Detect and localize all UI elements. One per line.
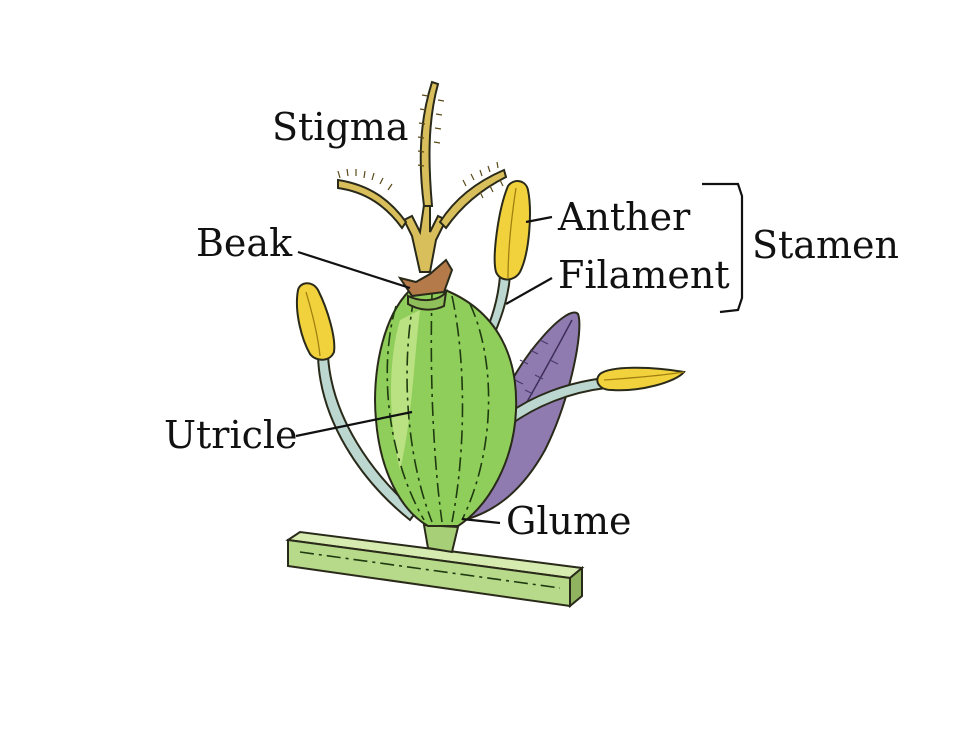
utricle-highlight [391, 310, 420, 470]
label-stamen: Stamen [752, 223, 899, 267]
beak-base [407, 288, 448, 311]
utricle-vein-4 [451, 295, 464, 523]
label-filament: Filament [558, 253, 730, 297]
utricle-vein-5 [461, 303, 490, 521]
leader-lines [295, 182, 744, 525]
beak [397, 258, 454, 298]
anther-top [493, 180, 531, 281]
anther-left [295, 282, 336, 361]
stem-vein [299, 551, 561, 589]
leader-glume [461, 517, 501, 525]
label-anther: Anther [557, 195, 691, 239]
stigma-branch-left [337, 178, 408, 230]
stem-end [569, 565, 583, 609]
utricle-vein-3 [430, 293, 443, 523]
labels: Stigma Beak Anther Filament Stamen Utric… [164, 105, 899, 543]
anthers [295, 180, 686, 392]
leader-utricle [295, 410, 413, 438]
stem [285, 523, 585, 609]
label-utricle: Utricle [164, 413, 298, 457]
anther-left-line [305, 291, 321, 357]
utricle-vein-1 [386, 305, 425, 521]
style [402, 204, 448, 273]
anther-top-line [507, 187, 517, 279]
leader-beak [297, 250, 411, 290]
leader-filament [505, 277, 553, 305]
utricle [374, 258, 518, 527]
utricle-stalk [422, 523, 460, 554]
label-beak: Beak [196, 221, 293, 265]
anther-right [596, 366, 686, 392]
stigma [337, 80, 508, 273]
utricle-vein-2 [406, 297, 433, 523]
stigma-branch-center [419, 80, 440, 207]
anther-right-line [603, 371, 685, 381]
label-glume: Glume [506, 499, 632, 543]
leader-anther [525, 215, 553, 224]
label-stigma: Stigma [272, 105, 408, 149]
stigma-branch-right [438, 168, 508, 230]
stamen-bracket [702, 182, 744, 314]
stigma-hairs [337, 94, 504, 199]
